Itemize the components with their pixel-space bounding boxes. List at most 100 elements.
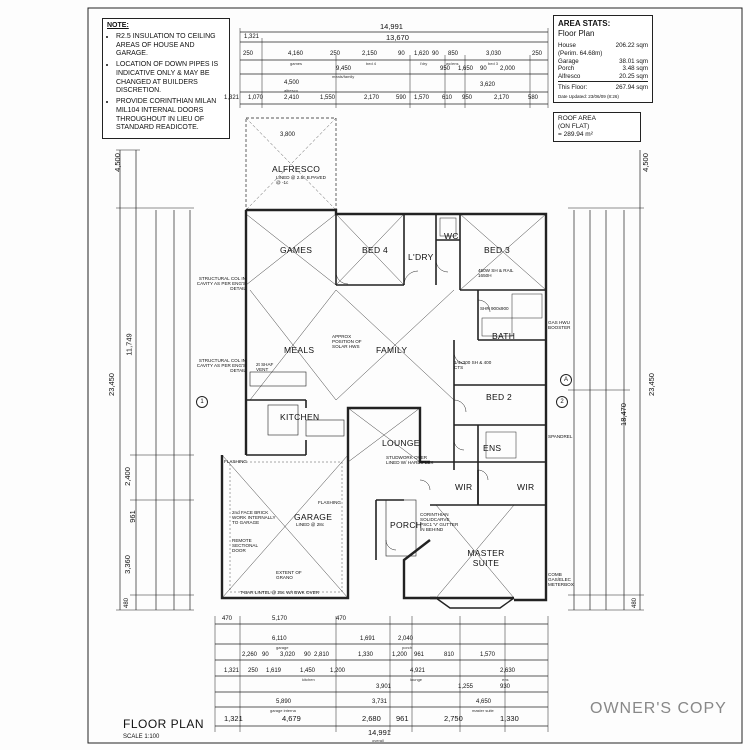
grid-marker-1: 1 — [196, 396, 208, 408]
dim-value: 6,110 — [272, 636, 287, 642]
date-updated: Date Updated: 23/06/09 (8:26) — [558, 94, 648, 100]
stat-label: Porch — [558, 65, 575, 73]
dim-left-top: 4,500 — [112, 153, 122, 172]
dim-value: 590 — [396, 95, 407, 101]
room-garage: GARAGE — [294, 512, 333, 522]
dim-value: 1,450 — [300, 668, 316, 674]
annotation-tbar-lintel: T-BAR LINTEL @ 25c W/I BWK OVER — [240, 590, 320, 595]
annotation-structural-col: STRUCTURAL COL IN CAVITY AS PER ENG'S DE… — [196, 276, 246, 292]
annotation-structural-col: STRUCTURAL COL IN CAVITY AS PER ENG'S DE… — [196, 358, 246, 374]
dim-value: 961 — [414, 652, 425, 658]
dim-value: 4,679 — [282, 714, 301, 723]
dim-value: 961 — [396, 714, 409, 723]
dim-left-sub2: 2,400 — [122, 467, 132, 486]
dim-label: kitchen — [302, 677, 315, 682]
annotation-brick-work: 2nd FACE BRICK WORK INTERNALLY TO GARAGE — [232, 510, 276, 526]
dim-value: 4,500 — [284, 80, 300, 86]
internal-walls — [246, 214, 546, 560]
dim-value: 9,450 — [336, 66, 352, 72]
dim-label: ens — [502, 677, 509, 682]
dim-value: 250 — [532, 51, 543, 57]
garage-note: LINED @ 28c — [296, 522, 325, 527]
dim-left-sub4: 3,360 — [122, 555, 132, 574]
annotation-gas-hwu: GAS HWU BOOSTER — [548, 320, 571, 331]
dim-value: 2,750 — [444, 714, 463, 723]
dim-value: 1,200 — [330, 668, 346, 674]
dim-right-overall: 23,450 — [646, 373, 656, 396]
room-wir-2: WIR — [517, 482, 535, 492]
area-stats-title: AREA STATS: — [558, 19, 611, 28]
dim-label: l'dry — [420, 61, 428, 66]
dim-value: 810 — [444, 652, 455, 658]
annotation-flashing: FLASHING — [318, 500, 341, 505]
room-bed4: BED 4 — [362, 245, 389, 255]
roof-area-value: = 289.94 m² — [558, 131, 593, 139]
dim-value: 2,170 — [364, 95, 380, 101]
dim-alfresco-width: 3,800 — [280, 132, 296, 138]
stat-label: (Perim. 64.68m) — [558, 49, 603, 57]
note-box: NOTE: R2.5 INSULATION TO CEILING AREAS O… — [102, 18, 230, 139]
stat-total-label: This Floor: — [558, 80, 611, 92]
dim-value: 2,410 — [284, 95, 300, 101]
dim-value: 580 — [528, 95, 539, 101]
dim-value: 1,255 — [458, 684, 474, 690]
dim-value: 2,000 — [500, 66, 516, 72]
dim-value: 250 — [243, 51, 254, 57]
page-border — [87, 7, 743, 744]
dim-value: 2,680 — [362, 714, 381, 723]
room-ens: ENS — [483, 443, 502, 453]
dim-label: games — [290, 61, 303, 66]
dim-value: 3,020 — [280, 652, 296, 658]
dim-value: 250 — [330, 51, 341, 57]
dim-value: 90 — [262, 652, 269, 658]
date-label: Date Updated: — [558, 93, 588, 99]
dim-value: 1,330 — [358, 652, 374, 658]
dim-label: master suite — [472, 708, 494, 713]
room-porch: PORCH — [390, 520, 423, 530]
dim-value: 950 — [462, 95, 473, 101]
annotation-remote-door: REMOTE SECTIONAL DOOR — [232, 538, 258, 554]
dim-label: bed 3 — [488, 61, 499, 66]
note-item: LOCATION OF DOWN PIPES IS INDICATIVE ONL… — [116, 61, 225, 96]
roof-area-line: ROOF AREA — [558, 115, 596, 122]
dim-value: 1,330 — [500, 714, 519, 723]
dim-label: porch — [402, 645, 413, 650]
annotation-studwork: STUDWORK OVER LINED W/ HARDIFLEX — [386, 455, 434, 466]
dim-top-overall: 14,991 — [380, 22, 403, 31]
annotation-flashing: FLASHING — [224, 459, 247, 464]
dim-label: garage — [276, 645, 289, 650]
dim-value: 1,650 — [458, 66, 474, 72]
room-bath: BATH — [492, 331, 516, 341]
dim-value: 2,260 — [242, 652, 258, 658]
dim-value: 3,030 — [486, 51, 502, 57]
dim-top-sub1: 1,321 — [244, 34, 260, 40]
room-ldry: L'DRY — [408, 252, 434, 262]
dim-value: 1,200 — [392, 652, 408, 658]
stat-total-value: 267.94 sqm — [610, 80, 648, 92]
room-family: FAMILY — [376, 345, 408, 355]
room-lounge: LOUNGE — [382, 438, 420, 448]
dim-value: 90 — [480, 66, 487, 72]
dim-value: 1,070 — [248, 95, 264, 101]
dim-value: 1,550 — [320, 95, 336, 101]
room-bed3: BED 3 — [484, 245, 511, 255]
dim-value: 1,570 — [414, 95, 430, 101]
note-heading: NOTE: — [107, 22, 129, 29]
annotation-robe: 450W SH & RAIL 1650H — [478, 268, 514, 279]
dim-value: 5,170 — [272, 616, 288, 622]
annotation-spandrel: SPANDREL — [548, 434, 573, 439]
stat-value: 206.22 sqm — [615, 42, 648, 49]
annotation-corinthian: CORINTHIAN SOLIDCARVE PSC1 'V' GUTTER IN… — [420, 512, 459, 533]
dim-left-overall: 23,450 — [106, 373, 116, 396]
dim-value: 3,620 — [480, 82, 496, 88]
dim-value: 1,321 — [224, 95, 240, 101]
dim-value: 850 — [448, 51, 459, 57]
stat-value: 20.25 sqm — [619, 73, 648, 80]
alfresco-note: LINED @ 2.5c B.PAVED @ -1c — [276, 175, 326, 186]
dim-value: 90 — [398, 51, 405, 57]
annotation-solar: APPROX POSITION OF SOLAR HWS — [332, 334, 362, 350]
